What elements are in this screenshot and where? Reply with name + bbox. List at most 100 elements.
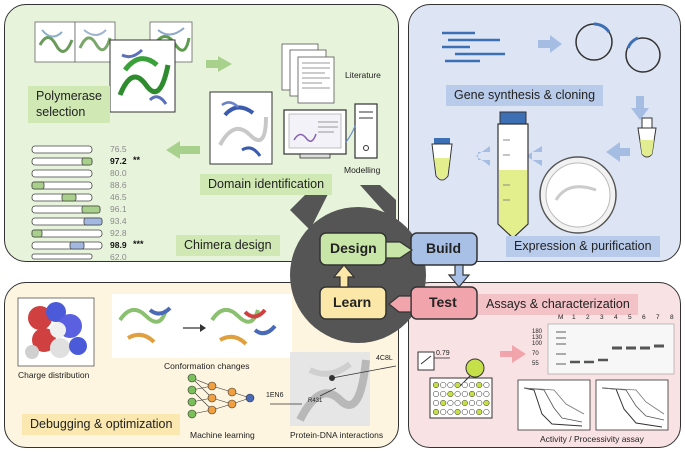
plate-well <box>461 408 468 416</box>
cycle-build-label: Build <box>426 240 461 256</box>
computer-icon <box>283 103 378 159</box>
plate-well <box>476 408 483 416</box>
plate-well <box>476 399 483 407</box>
identity-value: 96.1 <box>110 204 127 214</box>
plate-well <box>432 390 440 398</box>
machine-learning-label: Machine learning <box>190 430 255 440</box>
plate-reader <box>429 358 493 419</box>
gel-lane-label: 8 <box>670 314 674 321</box>
cycle-learn-label: Learn <box>333 294 372 310</box>
gel-marker-label: 130 <box>532 335 543 341</box>
modelling-label: Modelling <box>344 165 381 175</box>
plate-well <box>483 399 490 407</box>
residue-label: R431 <box>308 398 323 404</box>
polymerase-selection-label: Polymerase selection <box>28 86 110 124</box>
gel-lane-label: 5 <box>628 314 632 321</box>
plate-well <box>483 408 490 416</box>
identity-value: 92.8 <box>110 228 127 238</box>
gel-lane-label: 7 <box>656 314 660 321</box>
gel-lane-label: 4 <box>614 314 618 321</box>
identity-value: 88.6 <box>110 180 127 190</box>
significance-stars: *** <box>133 239 144 249</box>
plate-well <box>461 399 468 407</box>
gel-marker-label: 180 <box>532 329 543 335</box>
plate-well <box>476 381 483 389</box>
plate-well <box>432 408 440 416</box>
sds-gel <box>547 323 675 375</box>
plate-well <box>447 399 454 407</box>
identity-value: 80.0 <box>110 168 127 178</box>
protein-dna-structure <box>270 352 397 426</box>
gel-marker-label: 55 <box>532 361 539 367</box>
gel-lane-label: 6 <box>642 314 646 321</box>
plate-well <box>440 399 447 407</box>
expression-purification-label: Expression & purification <box>506 236 660 257</box>
identity-value: 97.2 <box>110 156 127 166</box>
charge-distribution-label: Charge distribution <box>18 370 90 380</box>
plate-well <box>461 390 468 398</box>
activity-plots <box>517 379 669 431</box>
debugging-optimization-label: Debugging & optimization <box>22 414 181 435</box>
assay-value: 0.79 <box>436 350 450 357</box>
plate-well <box>468 399 476 407</box>
identity-value: 98.9 <box>110 240 127 250</box>
domain-identification-label: Domain identification <box>200 174 333 195</box>
plate-well <box>468 390 476 398</box>
falcon-tube <box>497 111 529 239</box>
gel-marker-label: 70 <box>532 351 539 357</box>
plate-well <box>454 381 461 389</box>
protein-dna-label: Protein-DNA interactions <box>290 430 384 440</box>
plate-well <box>454 399 461 407</box>
neural-network <box>187 373 255 419</box>
plate-well <box>447 390 454 398</box>
domain-protein <box>209 91 273 165</box>
plate-well <box>468 381 476 389</box>
literature-label: Literature <box>345 70 381 80</box>
gene-synthesis-label: Gene synthesis & cloning <box>446 85 604 106</box>
cycle-graphic <box>290 185 478 343</box>
plate-well <box>454 390 461 398</box>
plate-well <box>483 381 490 389</box>
charge-protein <box>17 297 95 367</box>
gel-marker-label: 100 <box>532 341 543 347</box>
identity-value: 76.5 <box>110 144 127 154</box>
cycle-design-label: Design <box>330 240 377 256</box>
plate-well <box>454 408 461 416</box>
plate-well <box>476 390 483 398</box>
gel-lane-label: M <box>558 314 564 321</box>
assays-characterization-label: Assays & characterization <box>478 294 638 315</box>
chimera-design-label: Chimera design <box>176 235 280 256</box>
dna-fragments <box>442 31 505 63</box>
pdb-id-label: 4C8L <box>376 355 393 362</box>
plate-well <box>468 408 476 416</box>
activity-assay-label: Activity / Processivity assay <box>540 434 644 444</box>
flow-arrow <box>218 56 232 72</box>
petri-dish <box>539 156 617 234</box>
identity-value: 46.5 <box>110 192 127 202</box>
protein-thumbnails <box>34 21 193 113</box>
conformation-proteins <box>112 294 292 358</box>
identity-value: 62.0 <box>110 252 127 262</box>
cycle-test-label: Test <box>429 294 457 310</box>
identity-value: 93.4 <box>110 216 127 226</box>
chimera-bars <box>31 145 103 260</box>
plate-well <box>432 381 440 389</box>
pdb-id-label: 1EN6 <box>266 392 284 399</box>
plate-well <box>447 408 454 416</box>
gel-lane-label: 2 <box>586 314 590 321</box>
conformation-changes-label: Conformation changes <box>164 361 250 371</box>
plate-well <box>483 390 490 398</box>
small-tube-right <box>637 117 657 158</box>
gel-lane-label: 1 <box>572 314 576 321</box>
gel-lane-label: 3 <box>600 314 604 321</box>
small-tube-left <box>431 138 453 181</box>
plate-well <box>432 399 440 407</box>
plasmid-icon <box>575 22 661 73</box>
plate-well <box>447 381 454 389</box>
plate-well <box>440 390 447 398</box>
plate-well <box>440 381 447 389</box>
literature-documents <box>281 43 335 104</box>
assay-sample-icon <box>417 351 450 371</box>
plate-well <box>461 381 468 389</box>
